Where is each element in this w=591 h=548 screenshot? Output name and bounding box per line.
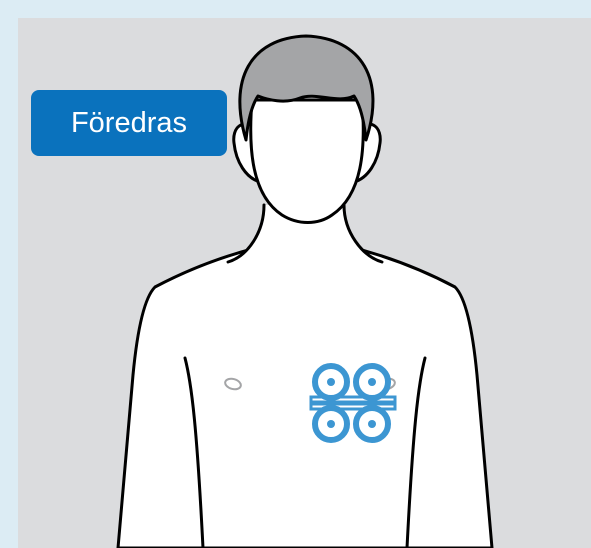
electrode-pad-icon	[309, 363, 397, 443]
neck-left-line	[226, 203, 266, 264]
neck	[228, 205, 382, 264]
torso	[116, 236, 494, 548]
hair	[238, 34, 375, 142]
face	[249, 98, 365, 224]
left-arm-line	[183, 356, 205, 548]
left-nipple	[224, 377, 242, 391]
preferred-badge: Föredras	[31, 90, 227, 156]
neck-right-line	[342, 203, 384, 264]
right-arm-line	[405, 356, 427, 548]
